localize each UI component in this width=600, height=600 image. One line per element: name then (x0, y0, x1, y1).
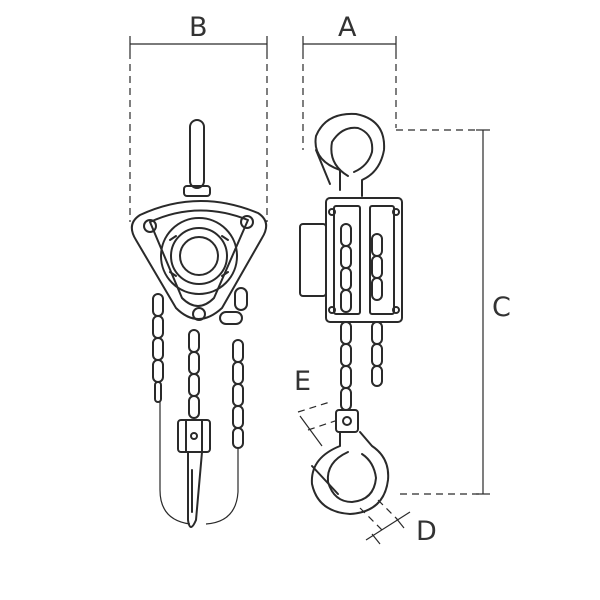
dimension-d-lines (359, 499, 411, 545)
side-view-hoist (299, 112, 403, 515)
dimension-e-lines (297, 401, 339, 447)
dimension-label-a: A (338, 12, 357, 43)
dimension-label-e: E (294, 366, 312, 397)
dimension-a-lines (302, 36, 397, 150)
dimension-label-d: D (416, 516, 437, 547)
front-view-hoist (130, 119, 268, 528)
dimension-c-lines (396, 129, 490, 495)
dimension-label-b: B (189, 12, 208, 43)
dimension-b-lines (129, 36, 268, 222)
dimension-label-c: C (492, 292, 511, 323)
